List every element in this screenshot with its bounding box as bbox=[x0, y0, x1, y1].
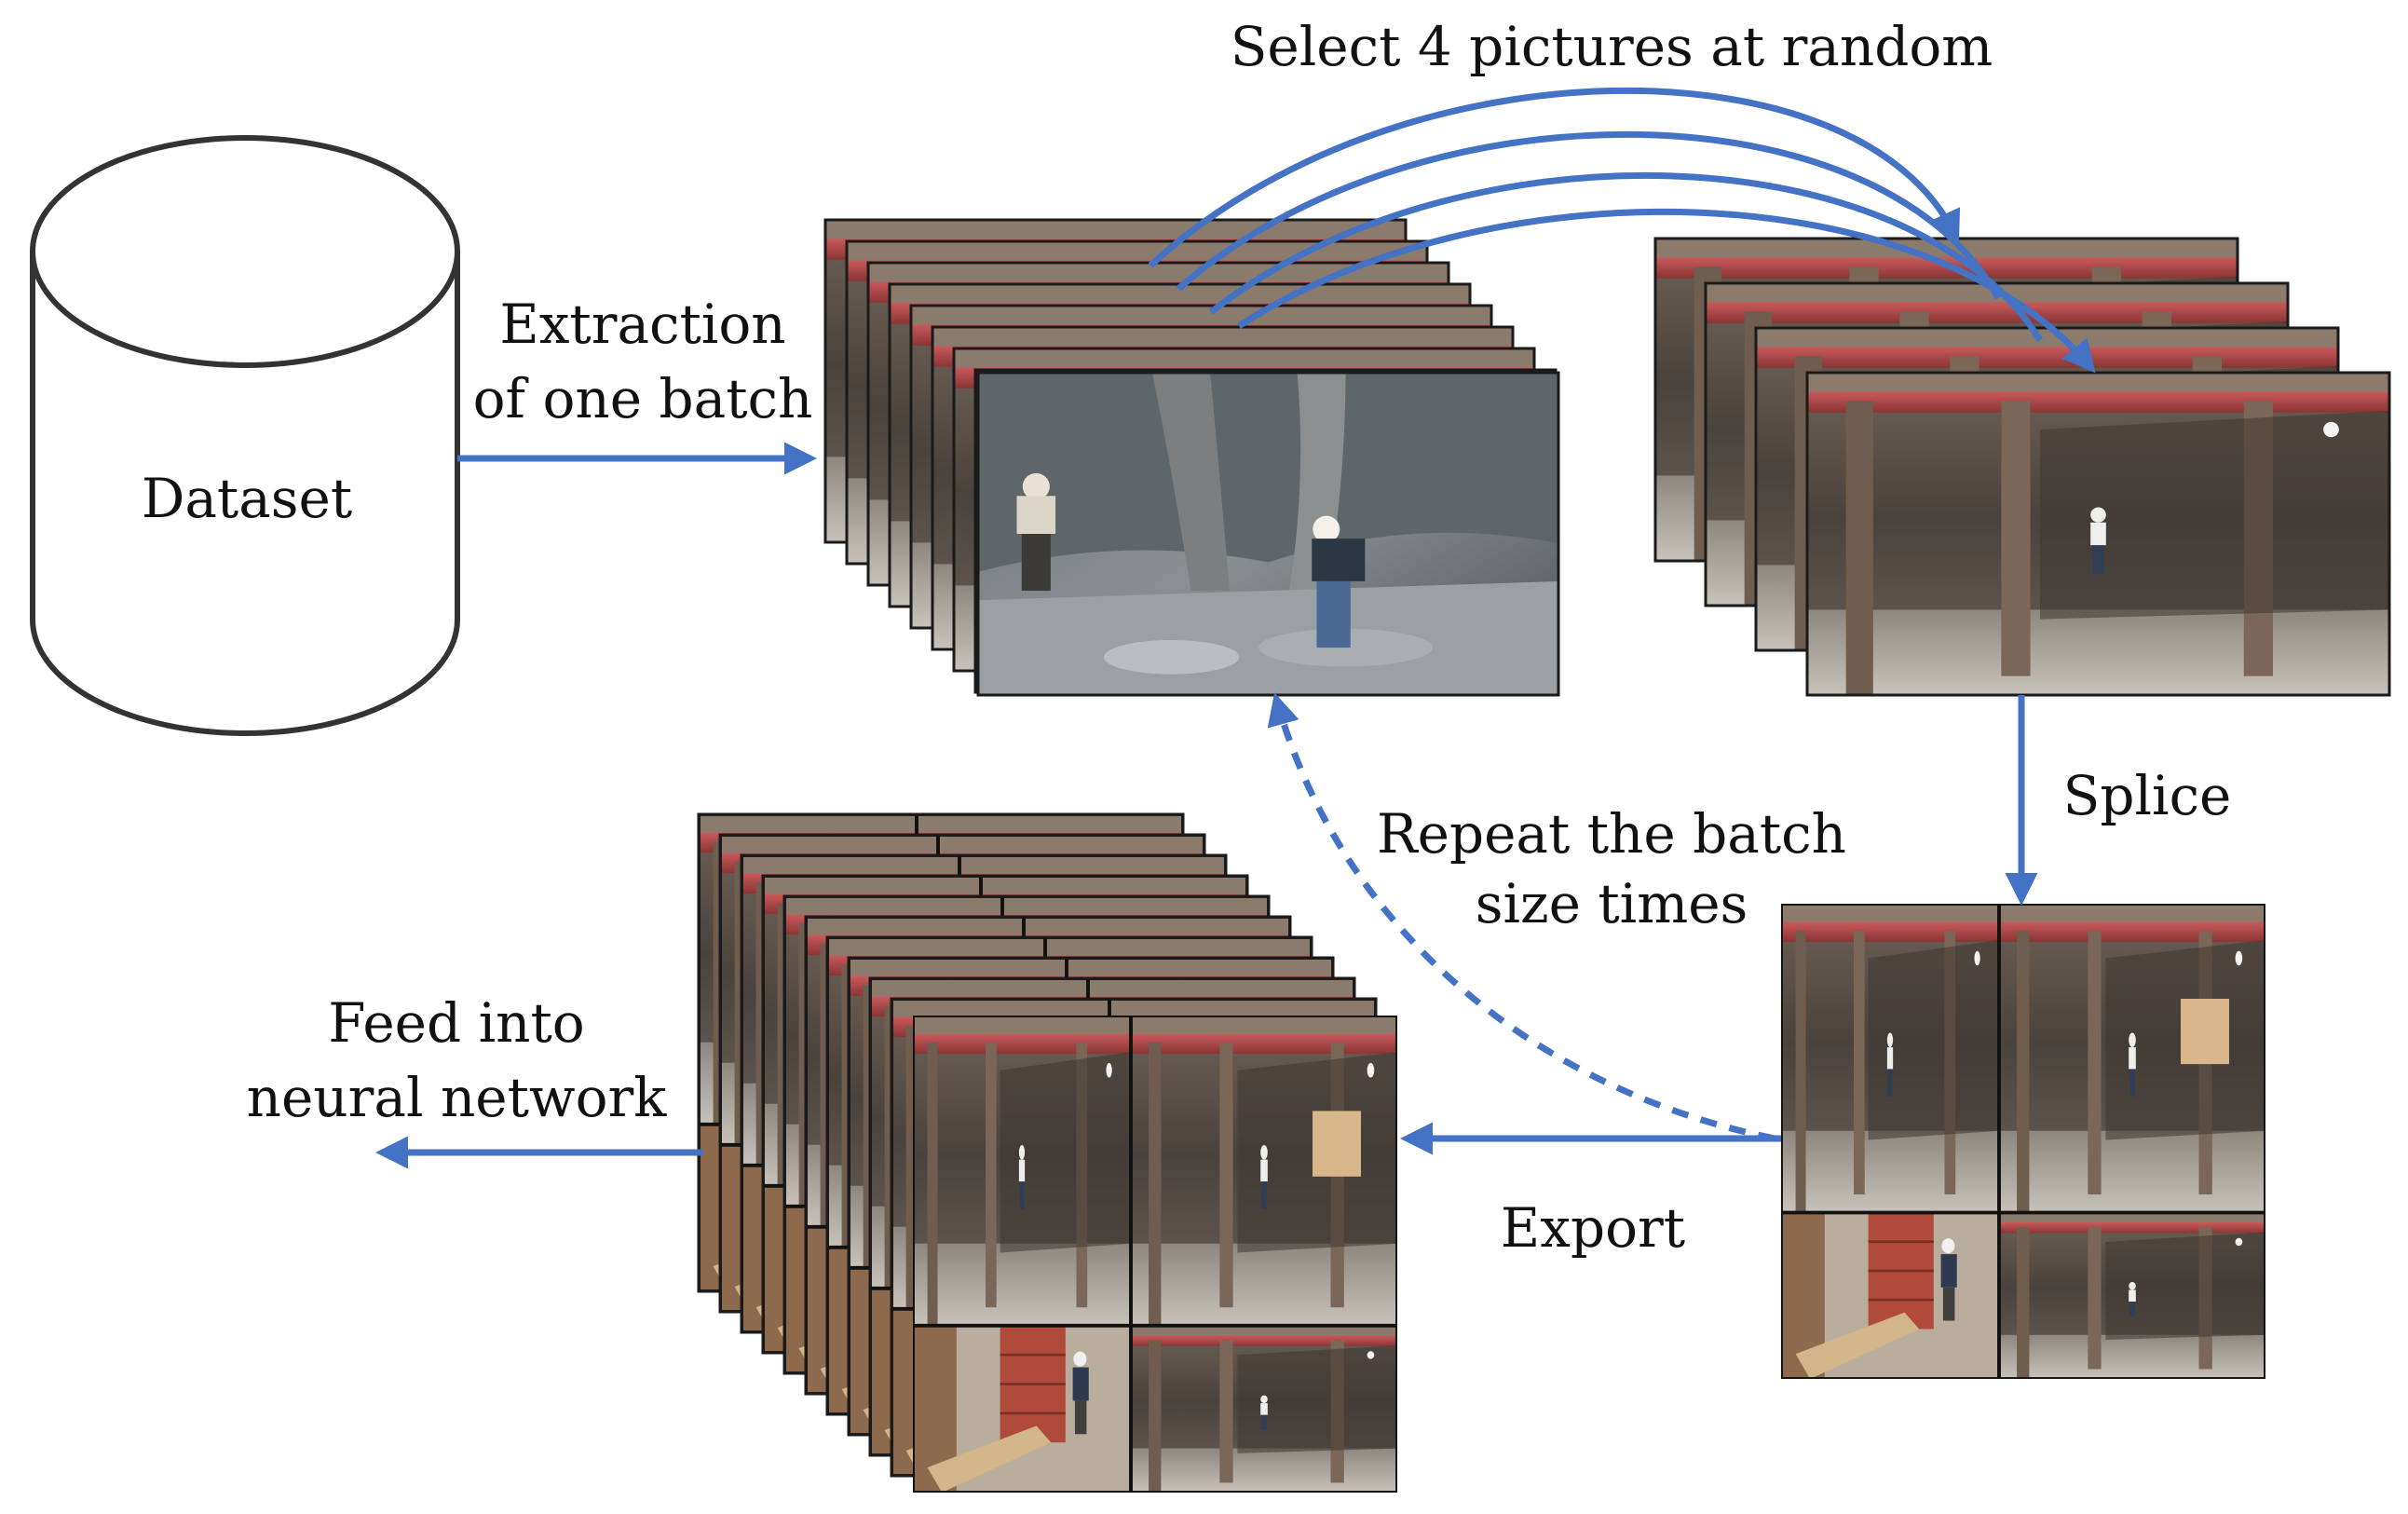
dataset-cylinder bbox=[30, 135, 460, 736]
repeat-label-line2: size times bbox=[1475, 872, 1748, 935]
repeat-label-line1: Repeat the batch bbox=[1376, 802, 1847, 866]
export-label: Export bbox=[1500, 1196, 1686, 1260]
select-arrows bbox=[1148, 87, 2096, 374]
output-front-mosaic bbox=[913, 1016, 1397, 1493]
batch-front-photo bbox=[976, 371, 1560, 697]
select-label: Select 4 pictures at random bbox=[1230, 15, 1993, 78]
selected-front-photo bbox=[1805, 371, 2391, 697]
spliced-mosaic-image bbox=[1781, 904, 2265, 1379]
extraction-label-line1: Extraction bbox=[499, 293, 786, 356]
feed-label-line2: neural network bbox=[246, 1066, 667, 1129]
feed-label-line1: Feed into bbox=[328, 991, 585, 1055]
dataset-label: Dataset bbox=[141, 467, 353, 530]
splice-label: Splice bbox=[2062, 764, 2232, 827]
extraction-label-line2: of one batch bbox=[472, 367, 813, 430]
repeat-dashed-arrow bbox=[1267, 692, 1775, 1142]
